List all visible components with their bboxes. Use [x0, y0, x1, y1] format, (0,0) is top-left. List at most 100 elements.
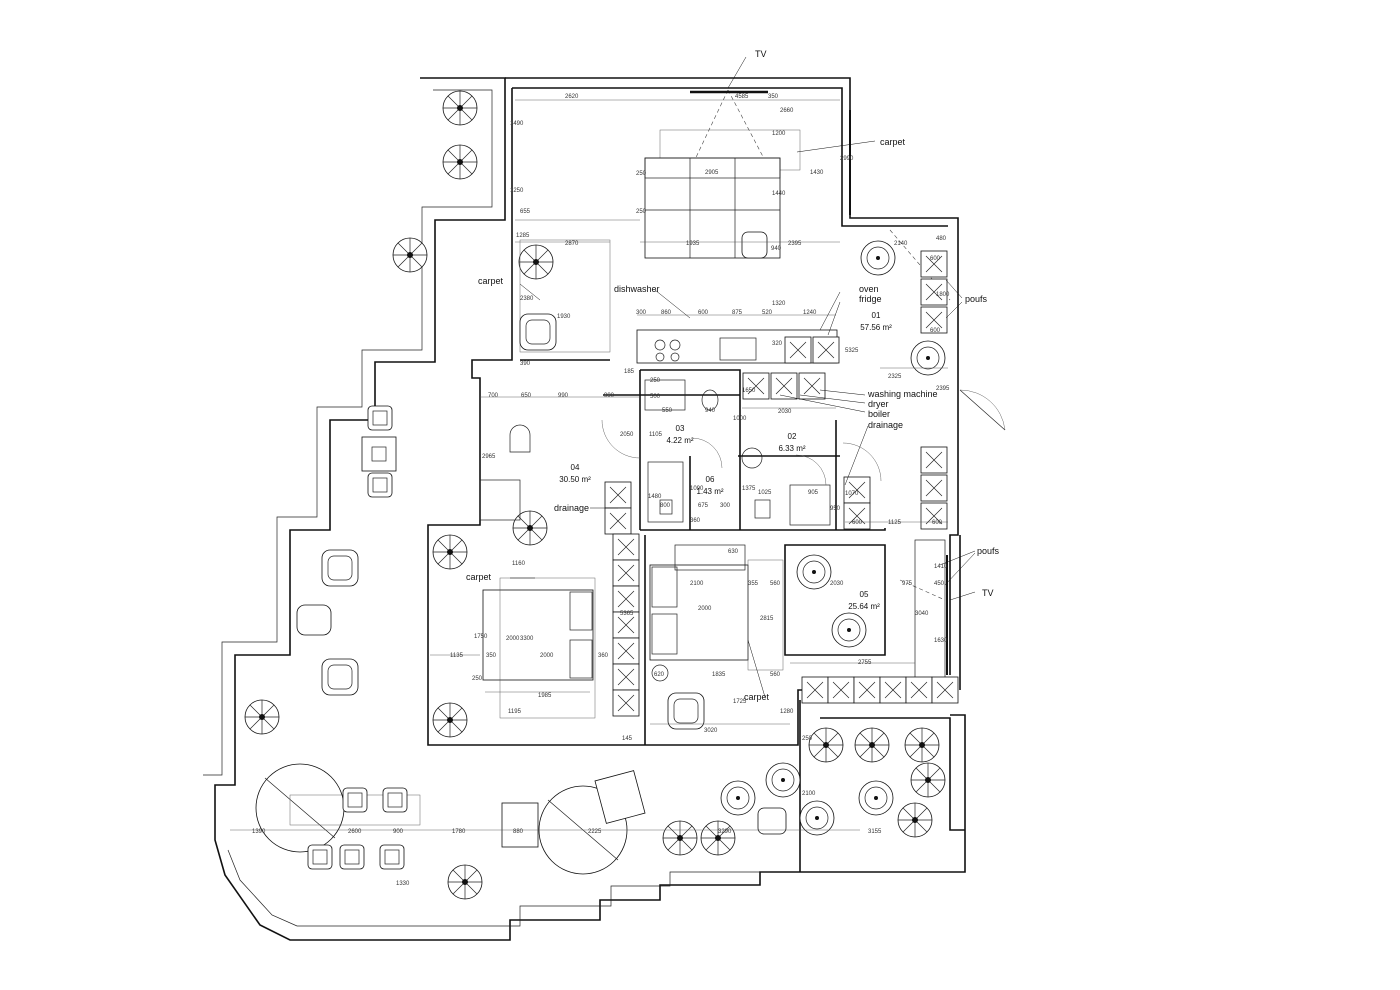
dimension-text: 700: [488, 393, 499, 399]
dimension-text: 1390: [252, 829, 266, 835]
pouf-icon: [910, 340, 946, 376]
dimension-text: 390: [520, 361, 531, 367]
dimension-text: 1490: [510, 121, 524, 127]
dimension-text: 250: [650, 378, 661, 384]
armchair-icon: [321, 658, 359, 696]
bathrooms: [601, 379, 882, 526]
dimension-text: 2620: [565, 94, 579, 100]
room-area: 30.50 m²: [559, 475, 591, 484]
room-area: 6.33 m²: [778, 444, 805, 453]
dimension-text: 620: [654, 672, 665, 678]
pouf-icon: [831, 612, 867, 648]
dining-area: [519, 239, 611, 353]
dimension-text: 1330: [396, 881, 410, 887]
oven-label: oven: [859, 284, 879, 294]
dimension-text: 5365: [620, 611, 634, 617]
tree-icon: [808, 727, 844, 763]
dimension-text: 3155: [868, 829, 882, 835]
cabinet-icon: [843, 476, 871, 504]
dimension-text: 250: [802, 736, 813, 742]
chair-icon: [509, 424, 531, 453]
drainage-label: drainage: [868, 420, 903, 430]
tree-icon: [904, 727, 940, 763]
dimension-text: 360: [598, 653, 609, 659]
dimension-text: 1935: [686, 241, 700, 247]
dimension-text: 1375: [742, 486, 756, 492]
room-number: 01: [872, 311, 881, 320]
chair-icon: [379, 844, 405, 870]
dimension-text: 1750: [474, 634, 488, 640]
dimension-text: 1835: [712, 672, 726, 678]
pouf-icon: [860, 240, 896, 276]
dimension-text: 940: [771, 246, 782, 252]
dimension-text: 2225: [588, 829, 602, 835]
dimension-text: 520: [762, 310, 773, 316]
room-05: [796, 539, 959, 704]
tree-icon: [392, 237, 428, 273]
dimension-text: 1200: [772, 131, 786, 137]
dimension-text: 650: [521, 393, 532, 399]
tree-icon: [518, 244, 554, 280]
dimension-text: 320: [772, 341, 783, 347]
wardrobe-icon: [604, 481, 640, 717]
room-number: 04: [571, 463, 580, 472]
dimension-text: 2000: [540, 653, 554, 659]
washing-machine-label: washing machine: [867, 389, 938, 399]
dimension-text: 1090: [690, 486, 704, 492]
cabinet-icon: [920, 446, 948, 474]
dimension-text: 1630: [934, 638, 948, 644]
tree-icon: [910, 762, 946, 798]
tree-icon: [442, 90, 478, 126]
right-storage: [843, 240, 1006, 530]
dryer-label: dryer: [868, 399, 889, 409]
dimension-text: 145: [622, 736, 633, 742]
dimension-text: 250: [636, 171, 647, 177]
dimension-text: 1285: [516, 233, 530, 239]
apartment-walls: [427, 77, 965, 872]
dimension-text: 2030: [778, 409, 792, 415]
dimension-text: 1160: [512, 561, 526, 567]
cabinet-icon: [920, 250, 948, 278]
dimension-text: 2600: [348, 829, 362, 835]
dimension-text: 355: [748, 581, 759, 587]
pouf-icon: [720, 780, 756, 816]
dimension-text: 2380: [520, 296, 534, 302]
stool-icon: [741, 231, 768, 259]
tree-icon: [442, 144, 478, 180]
dimension-text: 875: [732, 310, 743, 316]
chair-icon: [342, 787, 368, 813]
dimension-text: 1410: [934, 564, 948, 570]
dimension-text: 2905: [705, 170, 719, 176]
lounger-icon: [501, 802, 539, 848]
dimension-text: 550: [662, 408, 673, 414]
dimension-text: 250: [636, 209, 647, 215]
dimension-text: 655: [520, 209, 531, 215]
dimension-text: 630: [728, 549, 739, 555]
dimension-text: 480: [936, 236, 947, 242]
tv-label: TV: [982, 588, 994, 598]
pouf-icon: [858, 780, 894, 816]
room-area: 4.22 m²: [666, 436, 693, 445]
dimension-text: 990: [558, 393, 569, 399]
tree-icon: [897, 802, 933, 838]
carpet-label: carpet: [880, 137, 906, 147]
leader-lines: [510, 56, 976, 698]
dimension-text: 560: [770, 672, 781, 678]
dimension-text: 600: [930, 256, 941, 262]
armchair-icon: [321, 549, 359, 587]
room-area: 1.43 m²: [696, 487, 723, 496]
dimension-text: 2660: [780, 108, 794, 114]
dimension-text: 250: [472, 676, 483, 682]
chair-icon: [367, 472, 393, 498]
dimension-text: 2990: [840, 156, 854, 162]
sofa-icon: [644, 157, 781, 259]
dimension-text: 300: [636, 310, 647, 316]
dimension-text: 2815: [760, 616, 774, 622]
dimension-text: 1195: [508, 709, 522, 715]
carpet-label: carpet: [466, 572, 492, 582]
dimension-text: 1480: [648, 494, 662, 500]
fridge-label: fridge: [859, 294, 882, 304]
dimension-text: 1320: [772, 301, 786, 307]
tree-icon: [432, 534, 468, 570]
